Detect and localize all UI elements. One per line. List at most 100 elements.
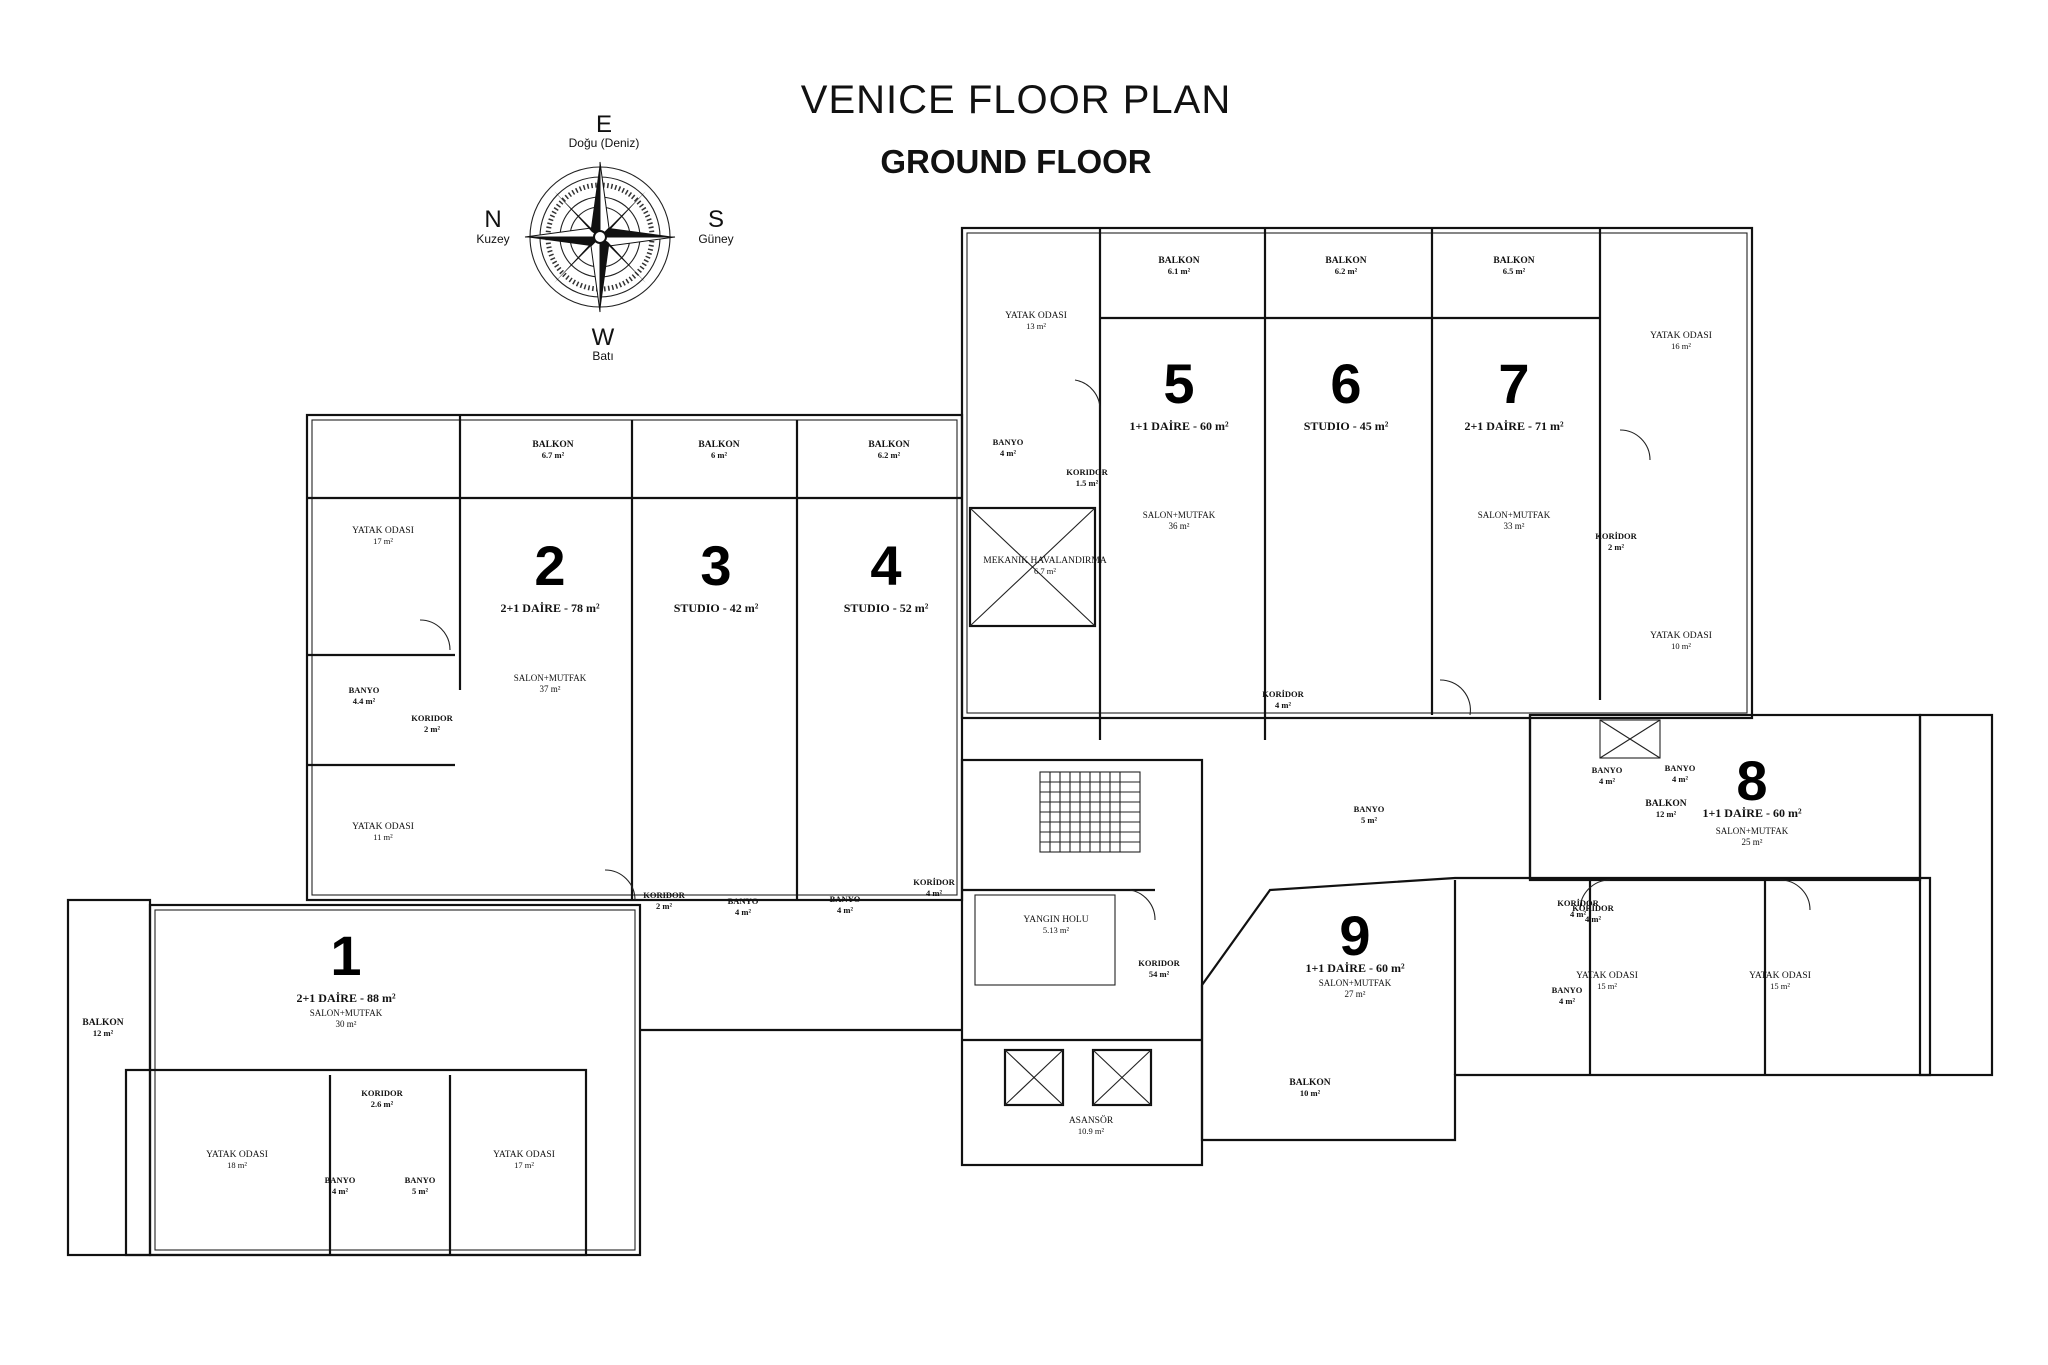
room-name: MEKANIK HAVALANDIRMA bbox=[983, 556, 1107, 566]
room-name: BANYO bbox=[993, 437, 1024, 447]
compass-north-sub: Kuzey bbox=[476, 232, 509, 246]
unit-2-number: 2 bbox=[534, 534, 565, 597]
room-area: 5 m² bbox=[1361, 815, 1377, 825]
room-area: 10.9 m² bbox=[1078, 1126, 1105, 1136]
room-name: BANYO bbox=[830, 894, 861, 904]
compass-west: W bbox=[592, 324, 615, 351]
room-area: 6.2 m² bbox=[878, 450, 901, 460]
unit-8-type: 1+1 DAİRE - 60 m² bbox=[1702, 806, 1802, 820]
room-name: YANGIN HOLU bbox=[1023, 915, 1088, 925]
room-area: 6 m² bbox=[711, 450, 727, 460]
room-area: 17 m² bbox=[514, 1160, 534, 1170]
unit-2-type: 2+1 DAİRE - 78 m² bbox=[500, 601, 600, 615]
room-name: KORIDOR bbox=[1138, 958, 1180, 968]
unit-5-living-area: 36 m² bbox=[1169, 521, 1190, 531]
room-name: YATAK ODASI bbox=[1650, 331, 1712, 341]
room-area: 4.4 m² bbox=[353, 696, 376, 706]
plan-title: VENICE FLOOR PLAN bbox=[800, 78, 1232, 122]
room-name: KORIDOR bbox=[411, 713, 453, 723]
room-name: BALKON bbox=[1493, 256, 1534, 266]
room-area: 10 m² bbox=[1300, 1088, 1321, 1098]
unit-6-type: STUDIO - 45 m² bbox=[1304, 419, 1389, 433]
room-name: BANYO bbox=[1592, 765, 1623, 775]
compass-east-sub: Doğu (Deniz) bbox=[569, 136, 640, 150]
room-area: 4 m² bbox=[1672, 774, 1688, 784]
room-name: BANYO bbox=[349, 685, 380, 695]
room-name: BANYO bbox=[1354, 804, 1385, 814]
unit-7-living: SALON+MUTFAK bbox=[1478, 510, 1551, 520]
room-area: 5.13 m² bbox=[1043, 925, 1070, 935]
unit-5-number: 5 bbox=[1163, 352, 1194, 415]
room-name: KORİDOR bbox=[913, 877, 955, 887]
room-area: 15 m² bbox=[1597, 981, 1617, 991]
room-name: YATAK ODASI bbox=[1005, 311, 1067, 321]
unit-1-number: 1 bbox=[330, 924, 361, 987]
room-area: 13 m² bbox=[1026, 321, 1046, 331]
room-name: YATAK ODASI bbox=[352, 526, 414, 536]
unit-6-number: 6 bbox=[1330, 352, 1361, 415]
unit-1-type: 2+1 DAİRE - 88 m² bbox=[296, 991, 396, 1005]
room-area: 6.7 m² bbox=[1034, 566, 1056, 576]
unit-2-living-area: 37 m² bbox=[540, 684, 561, 694]
compass-west-sub: Batı bbox=[592, 349, 613, 363]
compass-south: S bbox=[708, 206, 724, 233]
unit-7-type: 2+1 DAİRE - 71 m² bbox=[1464, 419, 1564, 433]
room-area: 15 m² bbox=[1770, 981, 1790, 991]
room-area: 4 m² bbox=[1570, 909, 1586, 919]
room-name: BALKON bbox=[868, 440, 909, 450]
room-name: BALKON bbox=[82, 1018, 123, 1028]
room-name: YATAK ODASI bbox=[493, 1150, 555, 1160]
compass-east: E bbox=[596, 111, 612, 138]
unit-4-type: STUDIO - 52 m² bbox=[844, 601, 929, 615]
room-name: YATAK ODASI bbox=[1576, 971, 1638, 981]
room-area: 4 m² bbox=[837, 905, 853, 915]
unit-3-number: 3 bbox=[700, 534, 731, 597]
room-name: BANYO bbox=[728, 896, 759, 906]
room-name: BALKON bbox=[1325, 256, 1366, 266]
unit-9-type: 1+1 DAİRE - 60 m² bbox=[1305, 961, 1405, 975]
room-name: KORİDOR bbox=[1595, 531, 1637, 541]
room-area: 12 m² bbox=[1656, 809, 1677, 819]
room-area: 4 m² bbox=[332, 1186, 348, 1196]
room-name: YATAK ODASI bbox=[1749, 971, 1811, 981]
room-area: 6.2 m² bbox=[1335, 266, 1358, 276]
unit-8-number: 8 bbox=[1736, 749, 1767, 812]
floor-subtitle: GROUND FLOOR bbox=[880, 143, 1152, 180]
room-area: 12 m² bbox=[93, 1028, 114, 1038]
room-name: KORİDOR bbox=[1572, 903, 1614, 913]
room-area: 11 m² bbox=[373, 832, 393, 842]
unit-5-living: SALON+MUTFAK bbox=[1143, 510, 1216, 520]
unit-1-living: SALON+MUTFAK bbox=[310, 1008, 383, 1018]
unit-9-living-area: 27 m² bbox=[1345, 989, 1366, 999]
room-area: 2.6 m² bbox=[371, 1099, 394, 1109]
compass-north: N bbox=[484, 206, 501, 233]
unit-4-number: 4 bbox=[870, 534, 901, 597]
room-name: BANYO bbox=[405, 1175, 436, 1185]
compass-south-sub: Güney bbox=[698, 232, 733, 246]
room-area: 6.1 m² bbox=[1168, 266, 1191, 276]
unit-5-type: 1+1 DAİRE - 60 m² bbox=[1129, 419, 1229, 433]
room-name: YATAK ODASI bbox=[1650, 631, 1712, 641]
room-area: 4 m² bbox=[735, 907, 751, 917]
room-name: BALKON bbox=[698, 440, 739, 450]
room-name: BALKON bbox=[1645, 799, 1686, 809]
room-area: 18 m² bbox=[227, 1160, 247, 1170]
room-area: 4 m² bbox=[1585, 914, 1601, 924]
room-area: 1.5 m² bbox=[1076, 478, 1099, 488]
room-name: BALKON bbox=[1289, 1078, 1330, 1088]
room-area: 10 m² bbox=[1671, 641, 1691, 651]
room-name: YATAK ODASI bbox=[352, 822, 414, 832]
room-name: KORIDOR bbox=[643, 890, 685, 900]
room-area: 54 m² bbox=[1149, 969, 1170, 979]
room-area: 4 m² bbox=[926, 888, 942, 898]
room-name: KORIDOR bbox=[361, 1088, 403, 1098]
room-name: BANYO bbox=[1552, 985, 1583, 995]
room-area: 4 m² bbox=[1599, 776, 1615, 786]
room-area: 16 m² bbox=[1671, 341, 1691, 351]
room-name: BALKON bbox=[1158, 256, 1199, 266]
unit-8-living: SALON+MUTFAK bbox=[1716, 826, 1789, 836]
room-area: 6.5 m² bbox=[1503, 266, 1526, 276]
room-name: BANYO bbox=[1665, 763, 1696, 773]
room-name: YATAK ODASI bbox=[206, 1150, 268, 1160]
